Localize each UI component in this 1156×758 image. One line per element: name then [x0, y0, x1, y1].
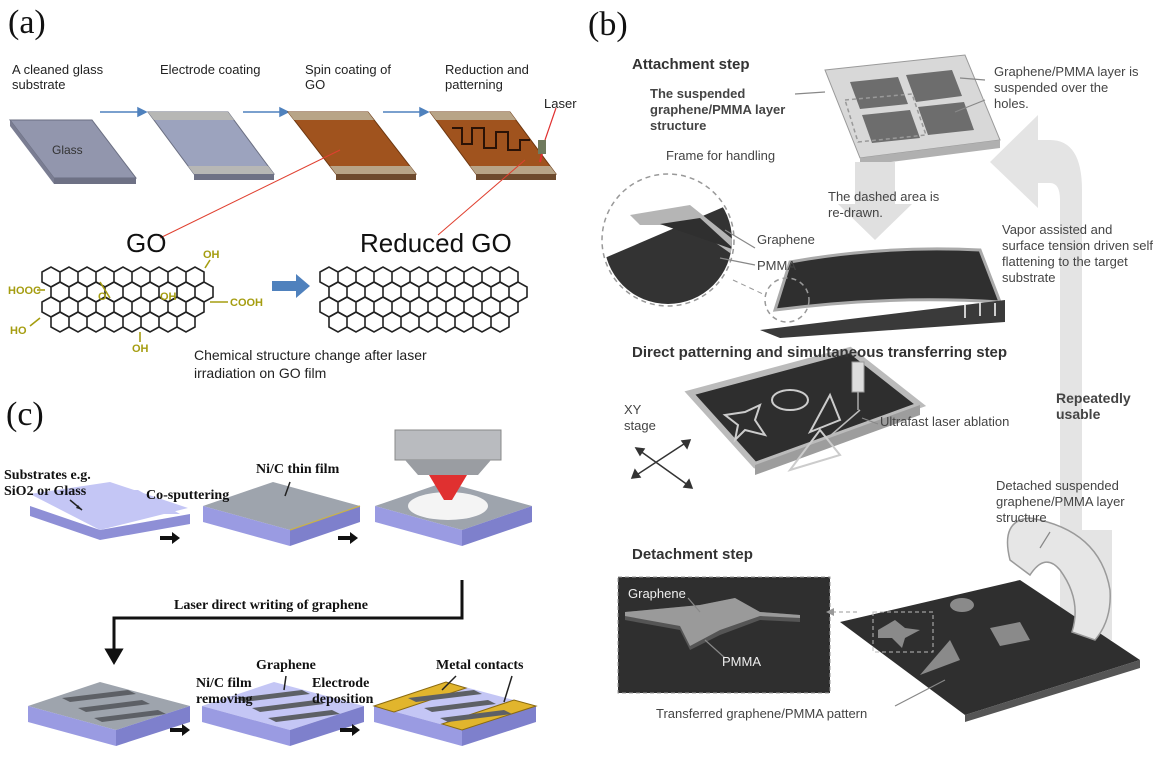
chem-group-1: OH	[203, 249, 220, 261]
conversion-arrow	[272, 274, 310, 298]
go-lattice	[29, 259, 228, 342]
suspended-structure	[824, 54, 1001, 166]
detachment-title: Detachment step	[632, 546, 753, 563]
zoom-circle	[601, 173, 810, 323]
chem-caption: Chemical structure change after laser ir…	[194, 347, 427, 381]
patterned-slide	[429, 107, 557, 180]
substrate-block	[30, 482, 190, 540]
arrow-c-3	[170, 724, 190, 736]
nic-film-block	[203, 481, 361, 546]
inset-pmma-label: PMMA	[722, 654, 761, 669]
go-title: GO	[126, 228, 167, 258]
substrates-label: Substrates e.g. SiO2 or Glass	[4, 468, 91, 499]
laser-label: Laser	[544, 96, 577, 111]
patterning-stage	[684, 346, 927, 475]
graphene-label-c: Graphene	[256, 658, 316, 673]
go-slide	[286, 111, 418, 180]
chem-labels: OH HOOC O OH COOH HO OH	[8, 249, 263, 355]
chem-group-2: HOOC	[8, 285, 41, 297]
detached-label: Detached suspended graphene/PMMA layer s…	[996, 478, 1125, 525]
curved-sheet	[760, 247, 1005, 338]
ldw-label: Laser direct writing of graphene	[174, 598, 368, 613]
go-leader-line	[159, 149, 341, 239]
suspended-note: Graphene/PMMA layer is suspended over th…	[994, 64, 1139, 111]
panel-b-label: (b)	[588, 6, 628, 43]
glass-slide-1	[8, 119, 138, 184]
chem-group-4: OH	[160, 291, 177, 303]
chem-group-3: O	[98, 291, 107, 303]
detachment-substrate	[840, 517, 1140, 722]
xy-stage-label: XY stage	[624, 402, 656, 433]
metal-contacts-label: Metal contacts	[436, 658, 524, 673]
laser-head	[538, 140, 546, 154]
suspended-title: The suspended graphene/PMMA layer struct…	[650, 86, 786, 133]
ultrafast-label: Ultrafast laser ablation	[880, 414, 1010, 429]
step-4-label: Reduction and patterning	[445, 62, 529, 92]
rgo-lattice	[319, 266, 528, 333]
process-arrows-a	[100, 106, 430, 118]
chem-group-7: OH	[132, 343, 149, 355]
inset-graphene-label: Graphene	[628, 586, 686, 601]
panel-c-label: (c)	[6, 396, 44, 433]
rgo-leader-line	[437, 159, 526, 236]
ldw-arrow	[104, 580, 464, 665]
pointer-lines-b	[687, 77, 1051, 707]
arrow-c-1	[160, 532, 180, 544]
step-3-label: Spin coating of GO	[305, 62, 392, 92]
electrode-slide	[147, 111, 275, 180]
vapor-note: Vapor assisted and surface tension drive…	[1002, 222, 1154, 285]
attachment-title: Attachment step	[632, 56, 750, 73]
frame-label: Frame for handling	[666, 148, 776, 163]
graphene-block	[202, 675, 364, 746]
cosputtering-label: Co-sputtering	[146, 488, 230, 503]
chem-group-5: COOH	[230, 297, 263, 309]
panel-a-label: (a)	[8, 4, 46, 41]
dashed-note: The dashed area is re-drawn.	[828, 189, 940, 220]
transferred-label: Transferred graphene/PMMA pattern	[656, 706, 868, 721]
nic-removing-label: Ni/C film removing	[196, 676, 253, 707]
nic-film-label: Ni/C thin film	[256, 462, 340, 477]
rgo-title: Reduced GO	[360, 228, 512, 258]
electrode-deposition-label: Electrode deposition	[312, 676, 374, 707]
pmma-label-b: PMMA	[757, 258, 796, 273]
patterned-film-block	[28, 682, 190, 746]
arrow-c-4	[340, 724, 360, 736]
down-arrow	[838, 162, 912, 240]
graphene-label-b: Graphene	[757, 232, 815, 247]
step-2-label: Electrode coating	[160, 62, 261, 77]
arrow-c-2	[338, 532, 358, 544]
detachment-inset	[617, 576, 860, 694]
chem-group-6: HO	[10, 325, 27, 337]
step-1-label: A cleaned glass substrate	[12, 62, 104, 92]
laser-block	[375, 429, 532, 546]
metal-contact-block	[372, 675, 538, 746]
xy-stage-arrows	[630, 439, 694, 489]
repeatedly-label: Repeatedly usable	[1056, 390, 1131, 422]
direct-title: Direct patterning and simultaneous trans…	[632, 344, 1008, 361]
glass-label: Glass	[52, 143, 83, 157]
